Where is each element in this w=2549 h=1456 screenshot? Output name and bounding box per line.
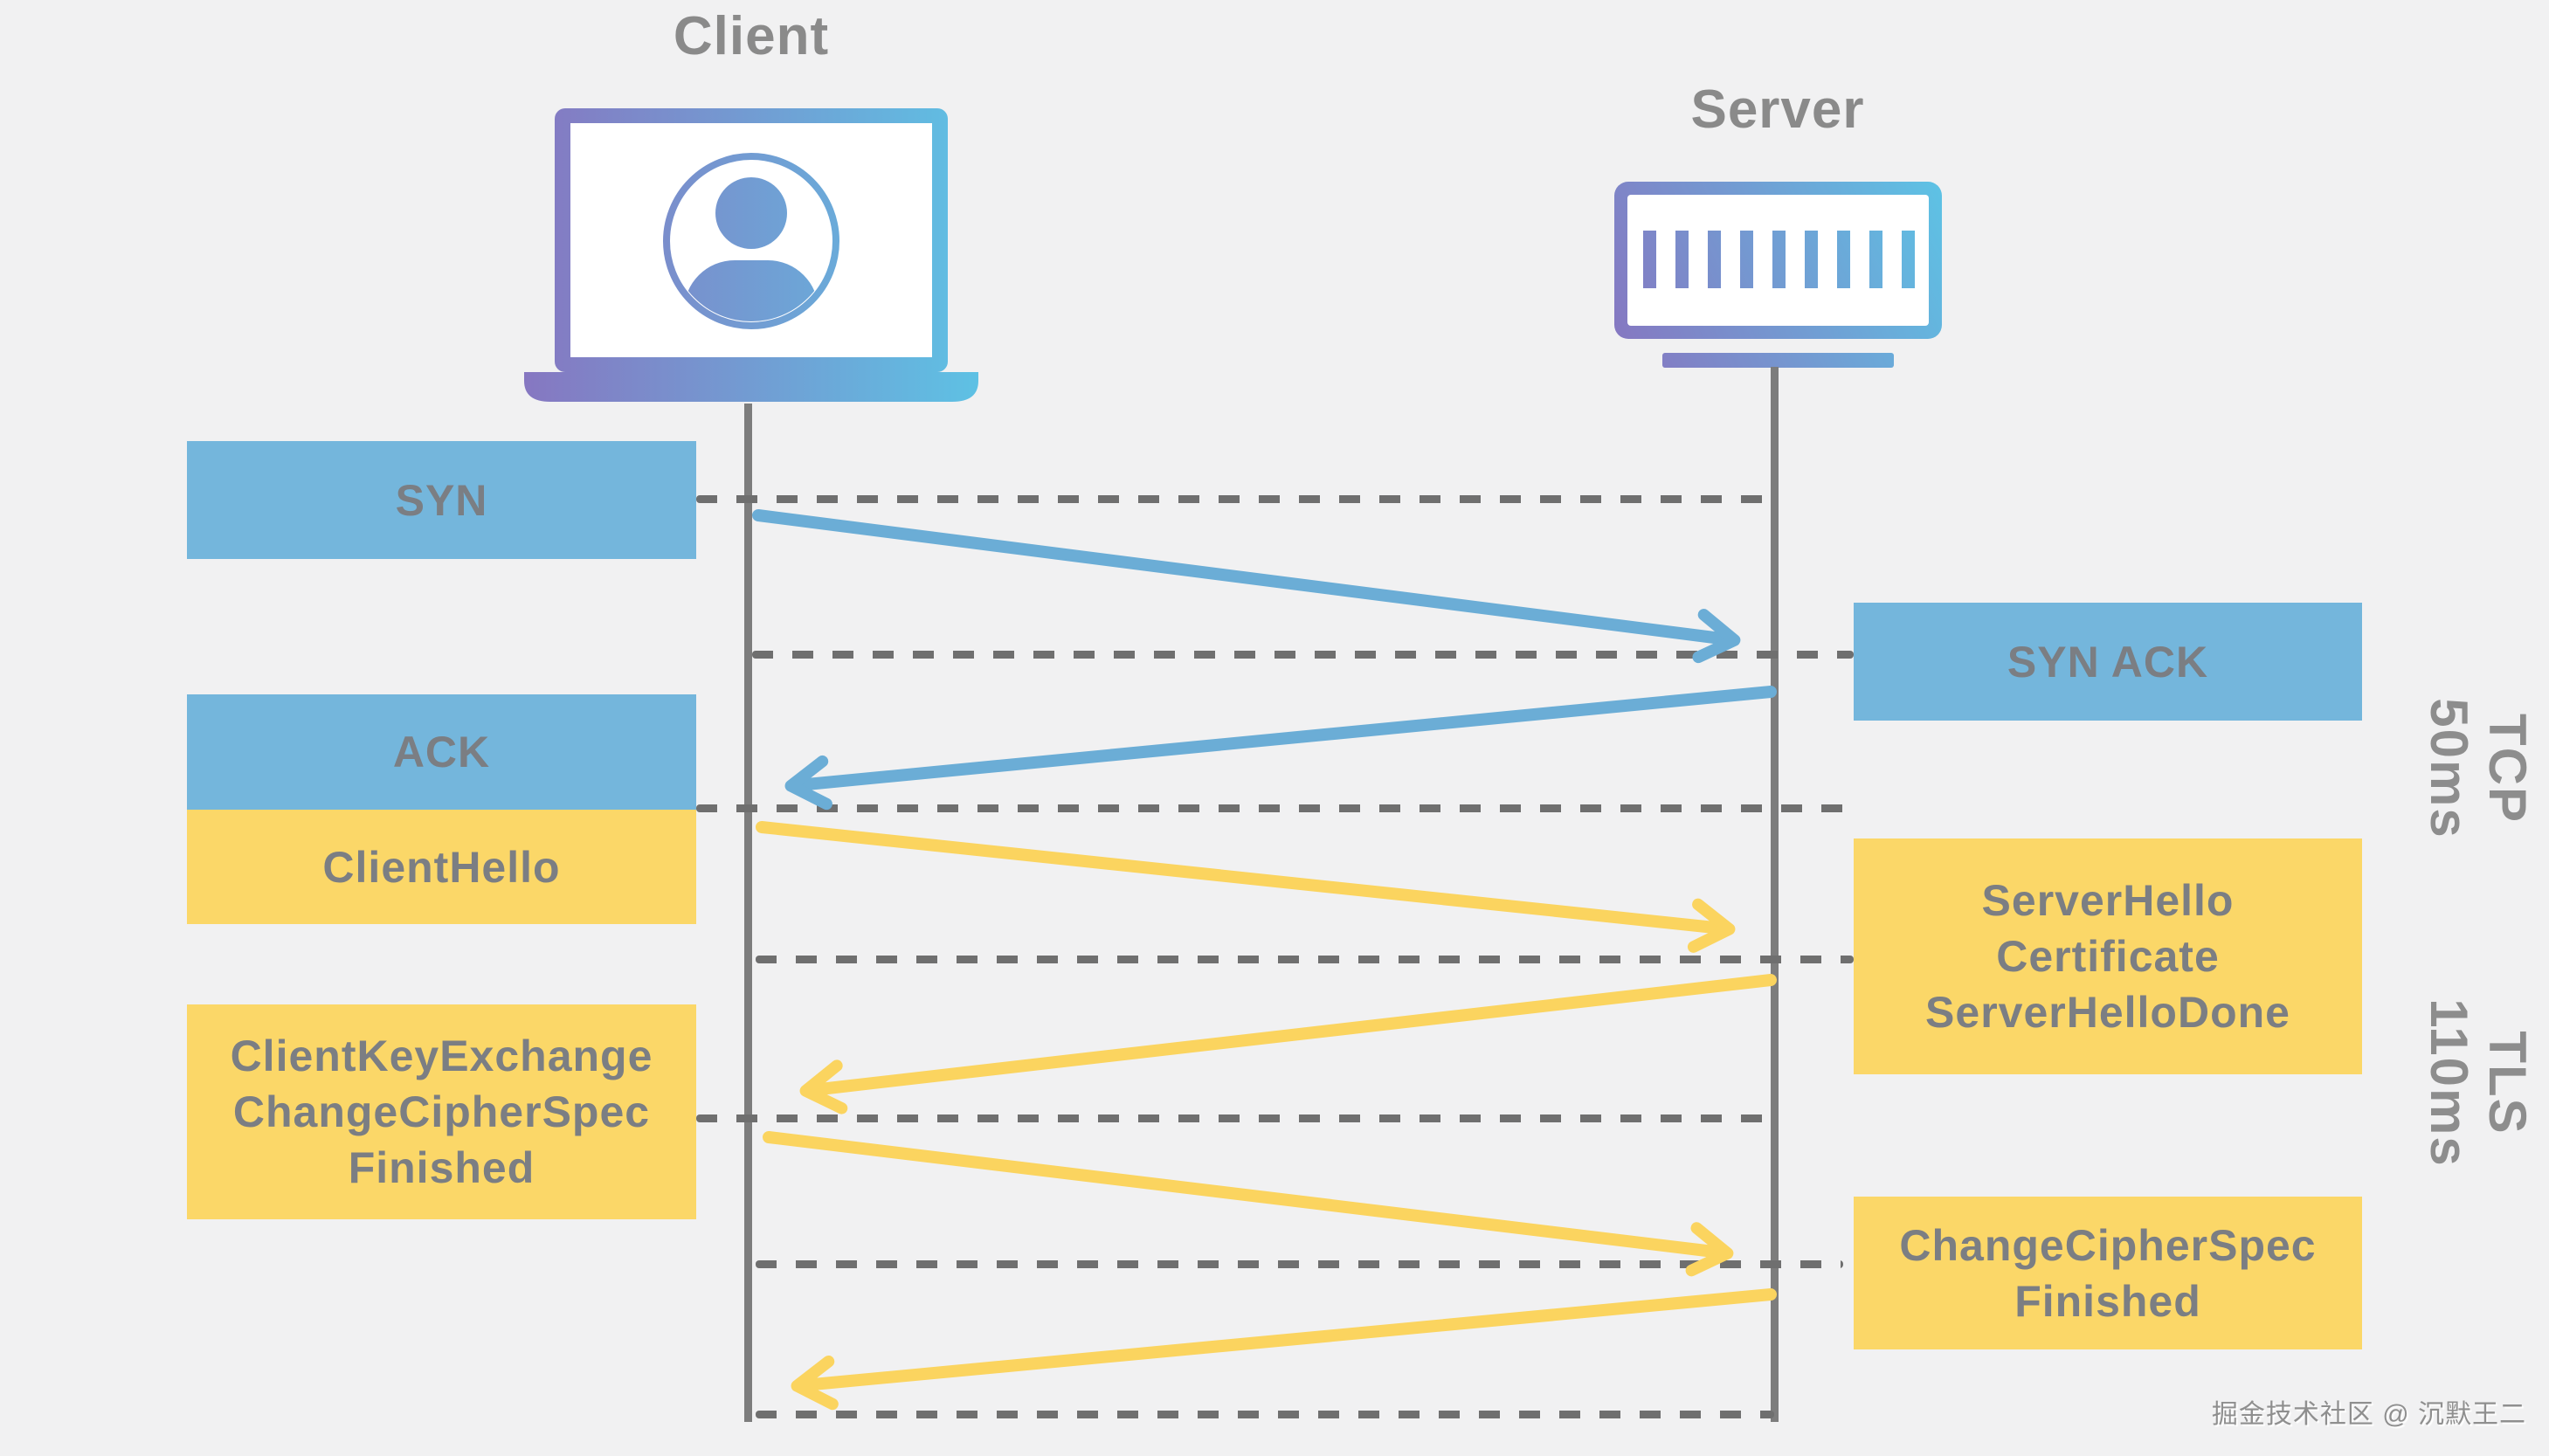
dashed-line-end	[756, 1411, 1774, 1418]
message-box-syn: SYN	[187, 441, 696, 559]
clientkeyexchange-arrow	[763, 1131, 1734, 1277]
message-box-serverhello: ServerHello Certificate ServerHelloDone	[1854, 838, 2362, 1074]
server-lifeline	[1771, 367, 1779, 1422]
dashed-line-ack	[696, 804, 1850, 812]
client-lifeline	[744, 404, 752, 1422]
server-title: Server	[1690, 79, 1865, 140]
laptop-base	[524, 372, 978, 402]
dashed-line-serverhello	[756, 956, 1854, 963]
laptop-user-icon	[524, 108, 978, 410]
message-box-ack: ACK	[187, 694, 696, 810]
dashed-line-clientkeyexchange	[696, 1114, 1774, 1122]
server-base	[1662, 353, 1894, 368]
synack-arrow	[784, 686, 1777, 811]
server-vent-bars	[1643, 231, 1915, 288]
clienthello-arrow	[756, 821, 1736, 953]
server-rack-icon	[1614, 182, 1942, 375]
dashed-line-syn	[696, 495, 1774, 503]
dashed-line-changecipherspec	[756, 1260, 1843, 1268]
dashed-line-synack	[752, 651, 1854, 659]
phase-label-tls: TLS 110ms	[2420, 998, 2538, 1168]
message-box-changecipherspec: ChangeCipherSpec Finished	[1854, 1197, 2362, 1349]
client-title: Client	[673, 6, 830, 66]
message-box-clienthello: ClientHello	[187, 810, 696, 924]
syn-arrow	[752, 509, 1741, 664]
watermark: 掘金技术社区 @ 沉默王二	[2211, 1400, 2526, 1429]
phase-label-tcp: TCP 50ms	[2420, 698, 2538, 839]
serverhello-arrow	[799, 974, 1777, 1114]
message-box-clientkeyexchange: ClientKeyExchange ChangeCipherSpec Finis…	[187, 1004, 696, 1219]
user-avatar-icon	[663, 153, 839, 329]
message-box-synack: SYN ACK	[1854, 603, 2362, 721]
changecipherspec-arrow	[791, 1288, 1777, 1411]
